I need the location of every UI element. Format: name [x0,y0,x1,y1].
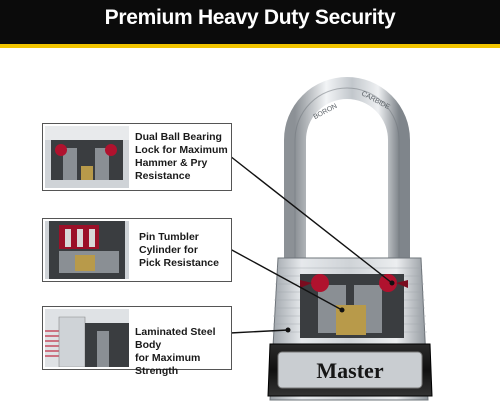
leader-line-pin-tumbler [229,248,343,311]
callout-pin-tumbler: Pin Tumbler Cylinder for Pick Resistance [42,218,232,282]
pin-tumbler-closeup-image [45,221,129,279]
lock-base [267,343,433,397]
ball-bearing-closeup-image [45,126,129,188]
laminated-body-closeup-image [45,309,129,367]
brand-logo: Master [316,358,383,383]
ball-bearing-left [311,274,329,292]
leader-line-ball-bearing [229,155,393,284]
header-accent-stripe [0,44,500,48]
leader-line-laminated-body [229,329,289,334]
callout-laminated-body: Laminated Steel Body for Maximum Strengt… [42,306,232,377]
shackle [284,77,410,258]
page-title: Premium Heavy Duty Security [104,6,396,29]
callout-pin-tumbler-text: Pin Tumbler Cylinder for Pick Resistance [139,231,219,269]
callout-ball-bearing: Dual Ball Bearing Lock for Maximum Hamme… [42,123,232,191]
callout-ball-bearing-text: Dual Ball Bearing Lock for Maximum Hamme… [135,131,228,182]
callout-laminated-body-text: Laminated Steel Body for Maximum Strengt… [135,326,216,377]
header-bar [0,0,500,44]
ball-bearing-right [379,274,397,292]
